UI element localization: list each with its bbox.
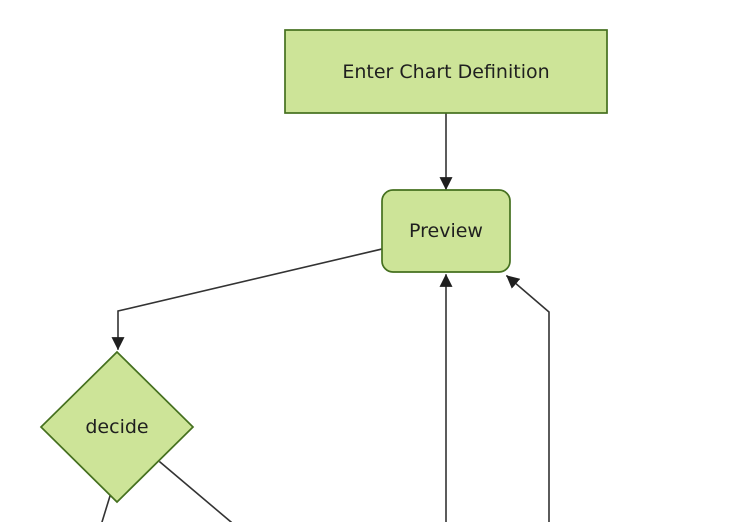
node-enter-chart-definition-label: Enter Chart Definition xyxy=(342,61,549,83)
node-enter-chart-definition: Enter Chart Definition xyxy=(284,29,608,114)
edge-bottom-right-to-preview xyxy=(505,274,550,522)
node-preview-shape xyxy=(381,189,511,273)
edge-preview-to-decide xyxy=(111,248,383,351)
node-preview-label: Preview xyxy=(409,220,483,242)
node-preview: Preview xyxy=(381,189,511,273)
node-enter-chart-definition-shape xyxy=(284,29,608,114)
node-decide-shape xyxy=(39,350,195,504)
node-decide: decide xyxy=(39,350,195,504)
edge-decide-down-right xyxy=(158,460,233,522)
edge-decide-down-left xyxy=(101,495,111,522)
node-decide-label: decide xyxy=(85,416,148,438)
